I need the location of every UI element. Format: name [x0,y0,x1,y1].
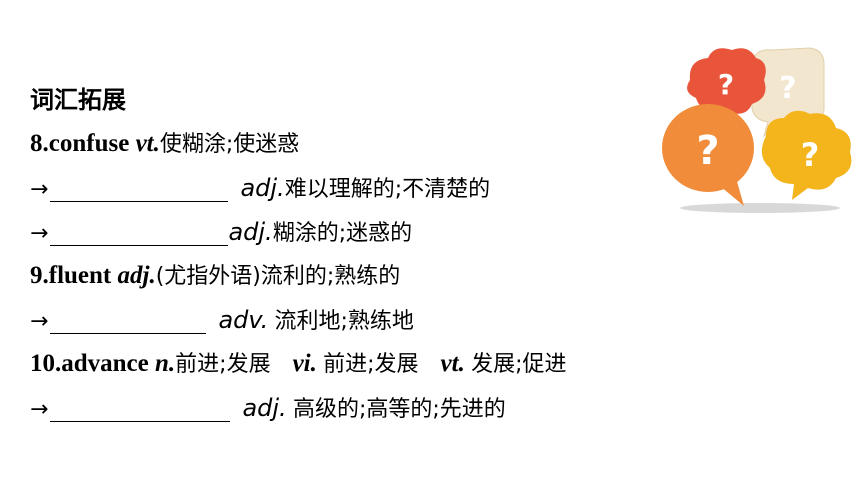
arrow: → [30,309,49,334]
question-mark-icon: ? [801,136,820,174]
meaning: (尤指外语)流利的;熟练的 [155,264,401,289]
part-of-speech: n. [155,350,176,377]
derived-line: → adj.糊涂的;迷惑的 [30,210,670,254]
shadow [680,203,840,213]
headword: 9.fluent [30,262,112,289]
vocabulary-list: 词汇拓展 8.confuse vt.使糊涂;使迷惑 →adj.难以理解的;不清楚… [30,78,670,430]
meaning: 前进;发展 [175,352,271,377]
question-mark-icon: ? [779,71,796,106]
part-of-speech: adj. [228,218,273,246]
question-bubbles-illustration: ? ? ? ? [662,47,852,213]
answer-blank[interactable] [50,171,229,202]
answer-blank[interactable] [50,215,229,246]
part-of-speech: adv. [218,306,269,334]
part-of-speech: adj. [240,174,285,202]
section-title: 词汇拓展 [30,86,126,114]
entry-confuse: 8.confuse vt.使糊涂;使迷惑 [30,122,670,166]
meaning: 发展;促进 [471,352,567,377]
bubble-yellow: ? [761,110,852,200]
arrow: → [30,177,49,202]
entry-fluent: 9.fluent adj.(尤指外语)流利的;熟练的 [30,254,670,298]
meaning: 难以理解的;不清楚的 [284,177,491,202]
arrow: → [30,397,49,422]
answer-blank[interactable] [50,303,207,334]
meaning: 使糊涂;使迷惑 [159,132,300,157]
bubble-orange: ? [662,104,754,206]
derived-line: → adj. 高级的;高等的;先进的 [30,386,670,430]
derived-line: → adv. 流利地;熟练地 [30,298,670,342]
meaning: 高级的;高等的;先进的 [292,397,506,422]
part-of-speech: vt. [440,350,465,377]
headword: 10.advance [30,350,149,377]
meaning: 前进;发展 [323,352,419,377]
meaning: 糊涂的;迷惑的 [272,221,413,246]
part-of-speech: adj. [242,394,287,422]
part-of-speech: vt. [135,130,160,157]
question-mark-icon: ? [718,68,734,101]
meaning: 流利地;熟练地 [274,309,414,334]
question-mark-icon: ? [696,128,719,174]
headword: 8.confuse [30,130,130,157]
derived-line: → adj.难以理解的;不清楚的 [30,166,670,210]
answer-blank[interactable] [50,391,231,422]
arrow: → [30,221,49,246]
part-of-speech: adj. [117,262,156,289]
part-of-speech: vi. [292,350,317,377]
